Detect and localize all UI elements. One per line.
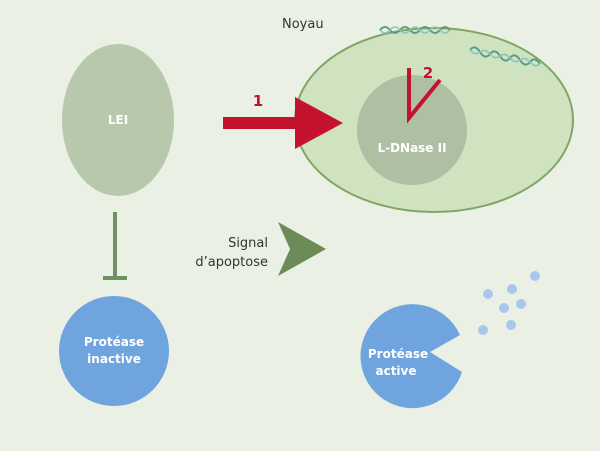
- red-arrow-shaft: [223, 117, 303, 129]
- dna-strand-1: [379, 26, 451, 34]
- dna-strand-2b: [469, 49, 541, 67]
- label-step-1: 1: [253, 92, 263, 110]
- label-signal-line1: Signal: [228, 236, 268, 251]
- label-protease-active-line2: active: [375, 364, 416, 378]
- red-angle-marker: [407, 68, 442, 124]
- dot: [506, 320, 516, 330]
- label-noyau: Noyau: [282, 17, 324, 32]
- dna-strand-2: [469, 46, 541, 66]
- green-signal-arrow: [278, 222, 326, 276]
- dot: [483, 289, 493, 299]
- ldnase-circle: [357, 75, 467, 185]
- label-signal-line2: d’apoptose: [195, 255, 268, 270]
- label-ldnase: L-DNase II: [377, 141, 446, 155]
- protease-inactive-circle: [59, 296, 169, 406]
- dot: [478, 325, 488, 335]
- dna-strand-1b: [379, 26, 451, 34]
- label-lei: LEI: [108, 113, 128, 127]
- lei-ellipse: [62, 44, 174, 196]
- dot: [530, 271, 540, 281]
- label-protease-inactive-line2: inactive: [87, 352, 141, 366]
- dot: [516, 299, 526, 309]
- label-step-2: 2: [423, 64, 433, 82]
- dot: [499, 303, 509, 313]
- label-protease-active-line1: Protéase: [368, 347, 428, 361]
- dot: [507, 284, 517, 294]
- label-protease-inactive-line1: Protéase: [84, 335, 144, 349]
- red-arrow-head: [295, 97, 343, 149]
- protease-active-shape: [360, 304, 462, 409]
